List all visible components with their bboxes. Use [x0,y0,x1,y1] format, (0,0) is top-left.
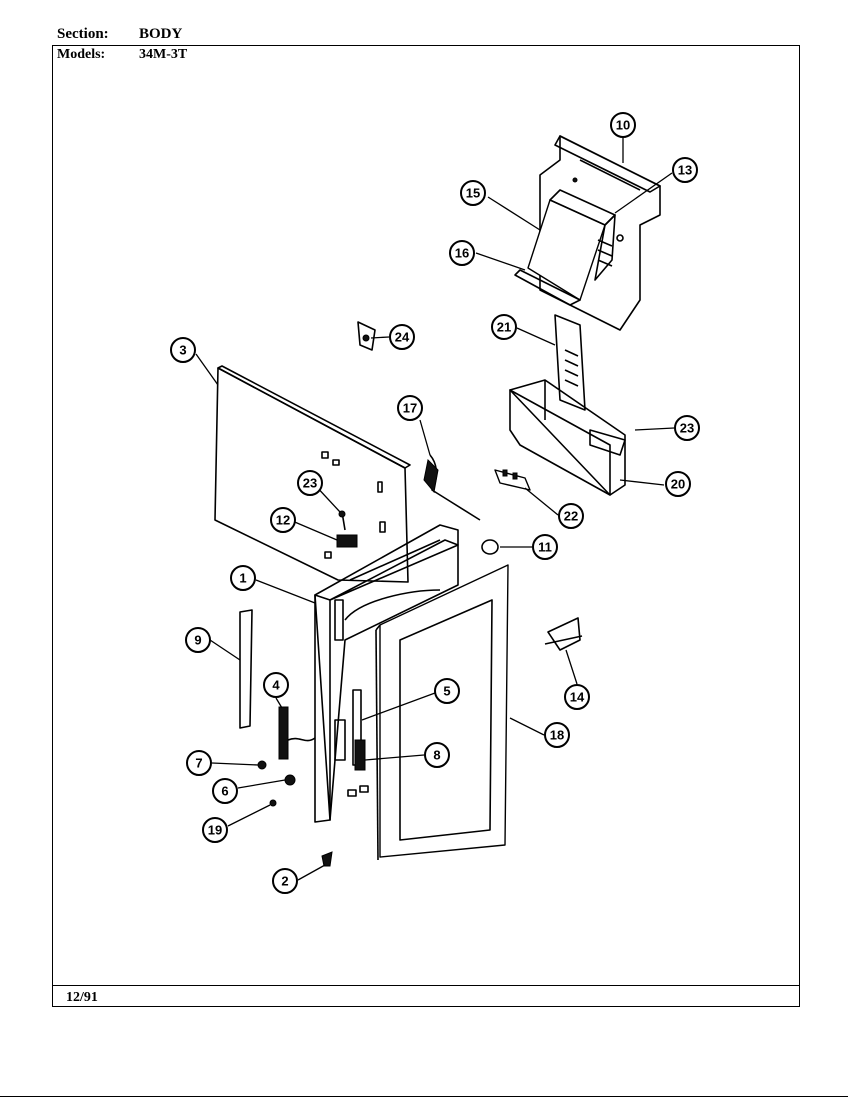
models-row: Models: 34M-3T [57,47,187,63]
callout-16: 16 [449,240,475,266]
callout-22: 22 [558,503,584,529]
svg-text:21: 21 [497,320,511,335]
svg-text:12: 12 [276,513,290,528]
svg-text:13: 13 [678,163,692,178]
callout-1: 1 [230,565,256,591]
svg-text:6: 6 [221,784,228,799]
knob-11 [481,539,499,555]
svg-text:11: 11 [538,540,552,555]
diagram-frame [52,45,800,1007]
svg-text:8: 8 [433,748,440,763]
callout-3: 3 [170,337,196,363]
footer-divider [52,985,800,986]
callout-14: 14 [564,684,590,710]
tray-20 [509,379,626,496]
footer-date: 12/91 [66,990,98,1005]
models-label: Models: [57,47,106,62]
svg-text:14: 14 [570,690,585,705]
handle-4 [278,706,316,760]
callout-17: 17 [397,395,423,421]
bracket-14 [544,617,583,651]
section-label: Section: [57,26,109,42]
callout-23-right: 23 [674,415,700,441]
callout-11: 11 [532,534,558,560]
leader-lines [195,138,675,881]
page-bottom-edge [0,1096,848,1097]
svg-text:17: 17 [403,401,417,416]
callout-9: 9 [185,627,211,653]
svg-text:2: 2 [281,874,288,889]
svg-text:4: 4 [272,678,280,693]
bracket-24 [357,321,376,351]
callout-8: 8 [424,742,450,768]
callout-4: 4 [263,672,289,698]
callout-20: 20 [665,471,691,497]
svg-text:16: 16 [455,246,469,261]
callout-24: 24 [389,324,415,350]
svg-text:7: 7 [195,756,202,771]
svg-text:23: 23 [303,476,317,491]
svg-text:20: 20 [671,477,685,492]
svg-text:9: 9 [194,633,201,648]
svg-text:15: 15 [466,186,480,201]
wire-harness-17 [423,454,481,521]
latch-5-8 [352,689,366,771]
vent-panel-21 [554,314,586,411]
callout-18: 18 [544,722,570,748]
terminal-block-22 [494,469,531,491]
callout-23-left: 23 [297,470,323,496]
svg-text:19: 19 [208,823,222,838]
callout-10-top: 10 [610,112,636,138]
svg-text:5: 5 [443,684,450,699]
svg-text:22: 22 [564,509,578,524]
rear-cover-assembly [514,135,661,331]
callout-13: 13 [672,157,698,183]
callout-15: 15 [460,180,486,206]
svg-text:18: 18 [550,728,564,743]
svg-text:3: 3 [179,343,186,358]
svg-text:24: 24 [395,330,410,345]
section-value: BODY [139,26,183,42]
svg-text:10: 10 [616,118,630,133]
svg-text:23: 23 [680,421,694,436]
callout-5: 5 [434,678,460,704]
door-18 [375,564,509,861]
section-row: Section: BODY [57,26,182,42]
callout-21: 21 [491,314,517,340]
strip-9 [239,609,253,729]
hinge-12 [336,510,358,548]
small-fasteners [257,760,333,867]
callout-2: 2 [272,868,298,894]
callout-19: 19 [202,817,228,843]
models-value: 34M-3T [139,47,188,62]
callout-7: 7 [186,750,212,776]
cabinet-frame-1 [314,524,459,823]
callout-12: 12 [270,507,296,533]
svg-text:1: 1 [239,571,246,586]
callout-6: 6 [212,778,238,804]
